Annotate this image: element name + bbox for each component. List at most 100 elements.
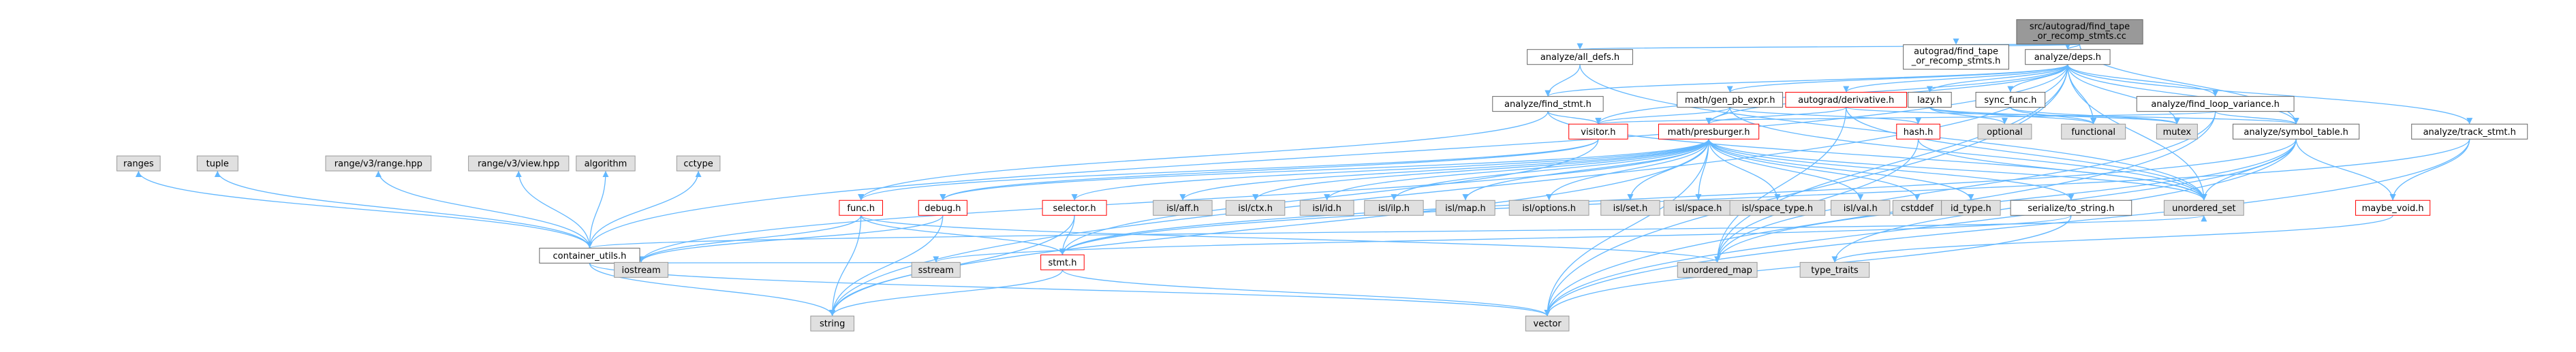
node-cstddef[interactable]: cstddef (1892, 199, 1942, 216)
node-isl-id[interactable]: isl/id.h (1299, 199, 1354, 216)
node-label: analyze/track_stmt.h (2423, 127, 2516, 138)
edge-debug-to-iostream (638, 215, 944, 263)
node-sstream[interactable]: sstream (911, 261, 961, 278)
node-range-v3-range[interactable]: range/v3/range.hpp (325, 155, 432, 172)
node-fthdr[interactable]: autograd/find_tape_or_recomp_stmts.h (1903, 44, 2009, 70)
node-maybe-void[interactable]: maybe_void.h (2355, 199, 2431, 216)
node-gen-pb[interactable]: math/gen_pb_expr.h (1677, 91, 1784, 108)
edge-symbol-table-to-stmt (1059, 139, 2297, 255)
node-derivative[interactable]: autograd/derivative.h (1785, 91, 1908, 108)
node-serialize[interactable]: serialize/to_string.h (2010, 199, 2132, 216)
node-container-utils[interactable]: container_utils.h (539, 247, 640, 263)
node-stmt[interactable]: stmt.h (1040, 254, 1085, 270)
node-symbol-table[interactable]: analyze/symbol_table.h (2233, 123, 2360, 140)
node-isl-ilp[interactable]: isl/ilp.h (1364, 199, 1424, 216)
node-box (2025, 49, 2111, 65)
node-root[interactable]: src/autograd/find_tape_or_recomp_stmts.c… (2016, 19, 2143, 45)
node-label: optional (1987, 127, 2023, 138)
node-id-type[interactable]: id_type.h (1941, 199, 2001, 216)
node-label: unordered_map (1682, 266, 1752, 276)
edge-presburger-to-unordered-set (1708, 139, 2207, 201)
node-sync-func[interactable]: sync_func.h (1975, 91, 2046, 108)
node-algorithm[interactable]: algorithm (576, 155, 636, 172)
node-debug[interactable]: debug.h (918, 199, 967, 216)
node-label: autograd/derivative.h (1798, 95, 1894, 106)
node-box (539, 247, 640, 263)
edge-presburger-to-isl-options (1546, 139, 1709, 201)
node-box (614, 261, 668, 278)
node-isl-val[interactable]: isl/val.h (1831, 199, 1891, 216)
node-find-loop-var[interactable]: analyze/find_loop_variance.h (2136, 96, 2295, 112)
node-label: analyze/all_defs.h (1540, 52, 1619, 63)
node-string[interactable]: string (810, 315, 854, 332)
node-box (1941, 199, 2001, 216)
node-isl-ctx[interactable]: isl/ctx.h (1225, 199, 1286, 216)
node-box (1527, 49, 1633, 65)
node-box (117, 155, 161, 172)
edge-root-to-all-defs (1578, 42, 2081, 50)
node-cctype[interactable]: cctype (676, 155, 721, 172)
edge-derivative-to-presburger (1705, 106, 1847, 125)
edge-find-loop-var-to-unordered-map (1714, 111, 2216, 263)
node-iostream[interactable]: iostream (614, 261, 668, 278)
node-box (1658, 123, 1760, 140)
node-isl-map[interactable]: isl/map.h (1436, 199, 1495, 216)
node-box (1508, 199, 1589, 216)
node-ranges[interactable]: ranges (117, 155, 161, 172)
node-functional[interactable]: functional (2061, 123, 2126, 140)
node-optional[interactable]: optional (1977, 123, 2032, 140)
edge-container-utils-to-tuple (214, 170, 591, 249)
edge-container-utils-to-range-v3-view (515, 171, 591, 249)
node-hash[interactable]: hash.h (1896, 123, 1940, 140)
node-type-traits[interactable]: type_traits (1799, 261, 1870, 278)
node-all-defs[interactable]: analyze/all_defs.h (1527, 49, 1633, 65)
node-visitor[interactable]: visitor.h (1568, 123, 1628, 140)
node-presburger[interactable]: math/presburger.h (1658, 123, 1760, 140)
node-isl-space[interactable]: isl/space.h (1663, 199, 1734, 216)
node-tuple[interactable]: tuple (196, 155, 238, 172)
edge-gen-pb-to-visitor (1595, 106, 1731, 125)
edge-presburger-to-cstddef (1708, 139, 1921, 201)
node-box (839, 199, 883, 216)
node-box (1153, 199, 1213, 216)
node-range-v3-view[interactable]: range/v3/view.hpp (468, 155, 570, 172)
node-box (1436, 199, 1495, 216)
node-find-stmt[interactable]: analyze/find_stmt.h (1492, 96, 1604, 112)
node-unordered-set[interactable]: unordered_set (2163, 199, 2244, 216)
node-label: math/gen_pb_expr.h (1685, 95, 1775, 106)
node-label: hash.h (1904, 127, 1934, 138)
node-deps[interactable]: analyze/deps.h (2025, 49, 2111, 65)
node-isl-options[interactable]: isl/options.h (1508, 199, 1589, 216)
edge-presburger-to-isl-space-type (1708, 139, 1781, 201)
node-unordered-map[interactable]: unordered_map (1677, 261, 1758, 278)
node-func[interactable]: func.h (839, 199, 883, 216)
edge-deps-to-symbol-table (2067, 64, 2299, 125)
node-isl-set[interactable]: isl/set.h (1600, 199, 1660, 216)
edge-lazy-to-functional (1929, 106, 2097, 125)
node-isl-space-type[interactable]: isl/space_type.h (1729, 199, 1826, 216)
node-label: isl/set.h (1613, 204, 1648, 214)
node-mutex[interactable]: mutex (2156, 123, 2198, 140)
node-box (2061, 123, 2126, 140)
node-label: isl/id.h (1312, 204, 1341, 214)
node-label: isl/val.h (1844, 204, 1878, 214)
node-label: lazy.h (1917, 95, 1942, 106)
node-label: string (820, 319, 845, 330)
node-lazy[interactable]: lazy.h (1908, 91, 1952, 108)
node-label: visitor.h (1581, 127, 1615, 138)
node-box (2136, 96, 2295, 112)
node-label: _or_recomp_stmts.h (1911, 57, 2001, 67)
node-label: isl/ilp.h (1378, 204, 1410, 214)
node-isl-aff[interactable]: isl/aff.h (1153, 199, 1213, 216)
node-selector[interactable]: selector.h (1042, 199, 1107, 216)
node-box (918, 199, 967, 216)
edge-track-stmt-to-maybe-void (2389, 139, 2470, 201)
node-vector[interactable]: vector (1525, 315, 1570, 332)
edge-debug-to-string (829, 215, 944, 317)
node-label: algorithm (585, 159, 627, 170)
node-label: isl/map.h (1445, 204, 1486, 214)
node-track-stmt[interactable]: analyze/track_stmt.h (2411, 123, 2528, 140)
node-box (1799, 261, 1870, 278)
node-label: container_utils.h (553, 251, 627, 261)
